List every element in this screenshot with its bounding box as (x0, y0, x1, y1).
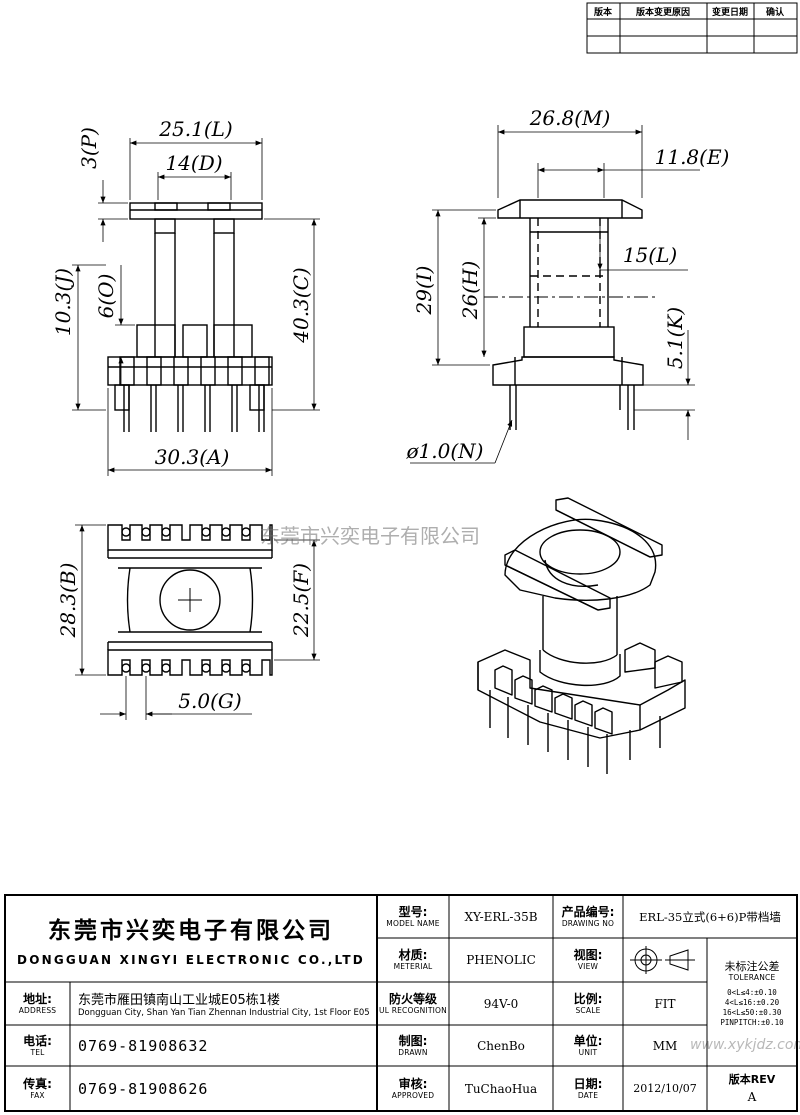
dim-B: 28.3(B) (56, 563, 80, 639)
side-view (492, 199, 644, 430)
front-view-dimensions (72, 138, 320, 476)
dim-E: 11.8(E) (655, 145, 730, 169)
dim-P: 3(P) (77, 127, 101, 169)
dim-G: 5.0(G) (178, 689, 241, 713)
dim-L-side: 15(L) (623, 243, 677, 267)
top-view-dimensions (75, 524, 320, 720)
rev-header-confirm: 确认 (766, 6, 785, 18)
rev-header-reason: 版本变更原因 (635, 6, 690, 18)
watermark-site: www.xykjdz.com (690, 1037, 800, 1053)
dim-J: 10.3(J) (51, 268, 75, 336)
front-view (107, 202, 273, 432)
isometric-view (477, 497, 686, 774)
rev-header-date: 变更日期 (712, 6, 748, 18)
revision-table (586, 2, 798, 54)
dim-O: 6(O) (94, 274, 118, 319)
dim-N: ø1.0(N) (406, 439, 484, 463)
dim-L-top: 25.1(L) (158, 117, 232, 141)
dim-D: 14(D) (165, 151, 222, 175)
dim-M: 26.8(M) (529, 106, 611, 130)
projection-view-symbol (630, 946, 695, 974)
dim-F: 22.5(F) (289, 563, 313, 638)
title-block-grid (4, 894, 798, 1112)
dim-H: 26(H) (458, 261, 482, 321)
rev-header-version: 版本 (593, 6, 613, 18)
dim-K: 5.1(K) (663, 307, 687, 369)
dim-C: 40.3(C) (289, 267, 313, 343)
side-view-dimensions (410, 125, 700, 464)
top-view-centerlines (178, 588, 202, 612)
dim-A: 30.3(A) (155, 445, 230, 469)
dim-I: 29(I) (412, 266, 436, 316)
watermark-company: 东莞市兴奕电子有限公司 (260, 524, 480, 548)
top-view (107, 524, 273, 676)
